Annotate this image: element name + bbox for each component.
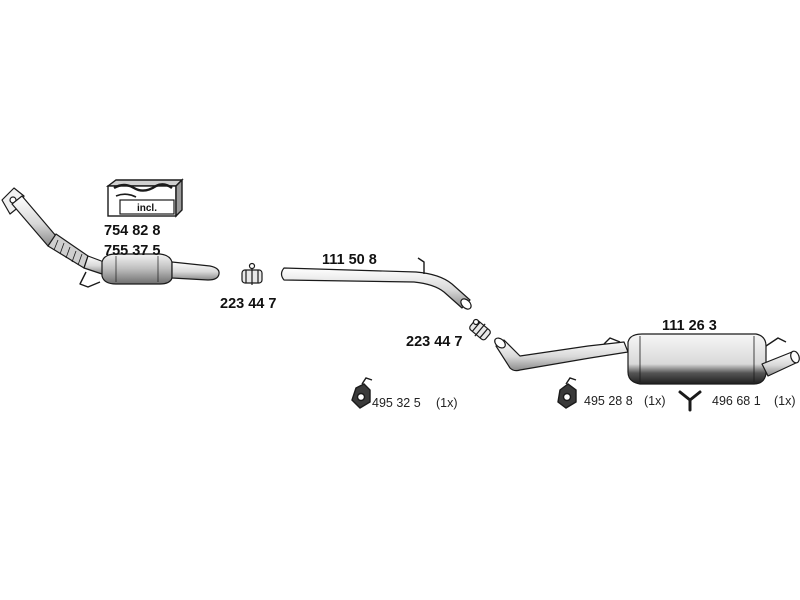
catalytic-outlet-pipe [171,261,220,281]
kit-included-label: incl. [137,203,157,214]
front-pipe-catalytic-converter [1,187,220,288]
mount-1-quantity: (1x) [436,396,458,410]
front-clamp [241,262,263,285]
rubber-mount-2 [557,377,577,409]
rear-silencer [494,333,800,385]
rubber-mount-1 [351,377,373,409]
mount-1-part-number: 495 32 5 [372,396,421,410]
kit-part-number-2: 755 37 5 [104,243,160,259]
middle-pipe-part-number: 111 50 8 [322,252,377,268]
rear-silencer-body [627,333,767,385]
rear-clamp [469,318,491,341]
front-clamp-part-number: 223 44 7 [220,296,276,312]
middle-pipe [280,257,472,310]
flex-pipe [47,233,89,269]
y-hanger-mount-3 [678,390,702,412]
mounting-kit-box [105,178,184,218]
rear-silencer-inlet-pipe [495,339,629,372]
mount-3-quantity: (1x) [774,394,796,408]
downpipe [11,195,57,247]
mount-2-quantity: (1x) [644,394,666,408]
mount-2-part-number: 495 28 8 [584,394,633,408]
kit-part-number-1: 754 82 8 [104,223,160,239]
rear-silencer-part-number: 111 26 3 [662,318,717,334]
middle-pipe-hanger [417,257,425,274]
mount-3-part-number: 496 68 1 [712,394,761,408]
front-bracket [79,271,101,288]
rear-clamp-part-number: 223 44 7 [406,334,462,350]
